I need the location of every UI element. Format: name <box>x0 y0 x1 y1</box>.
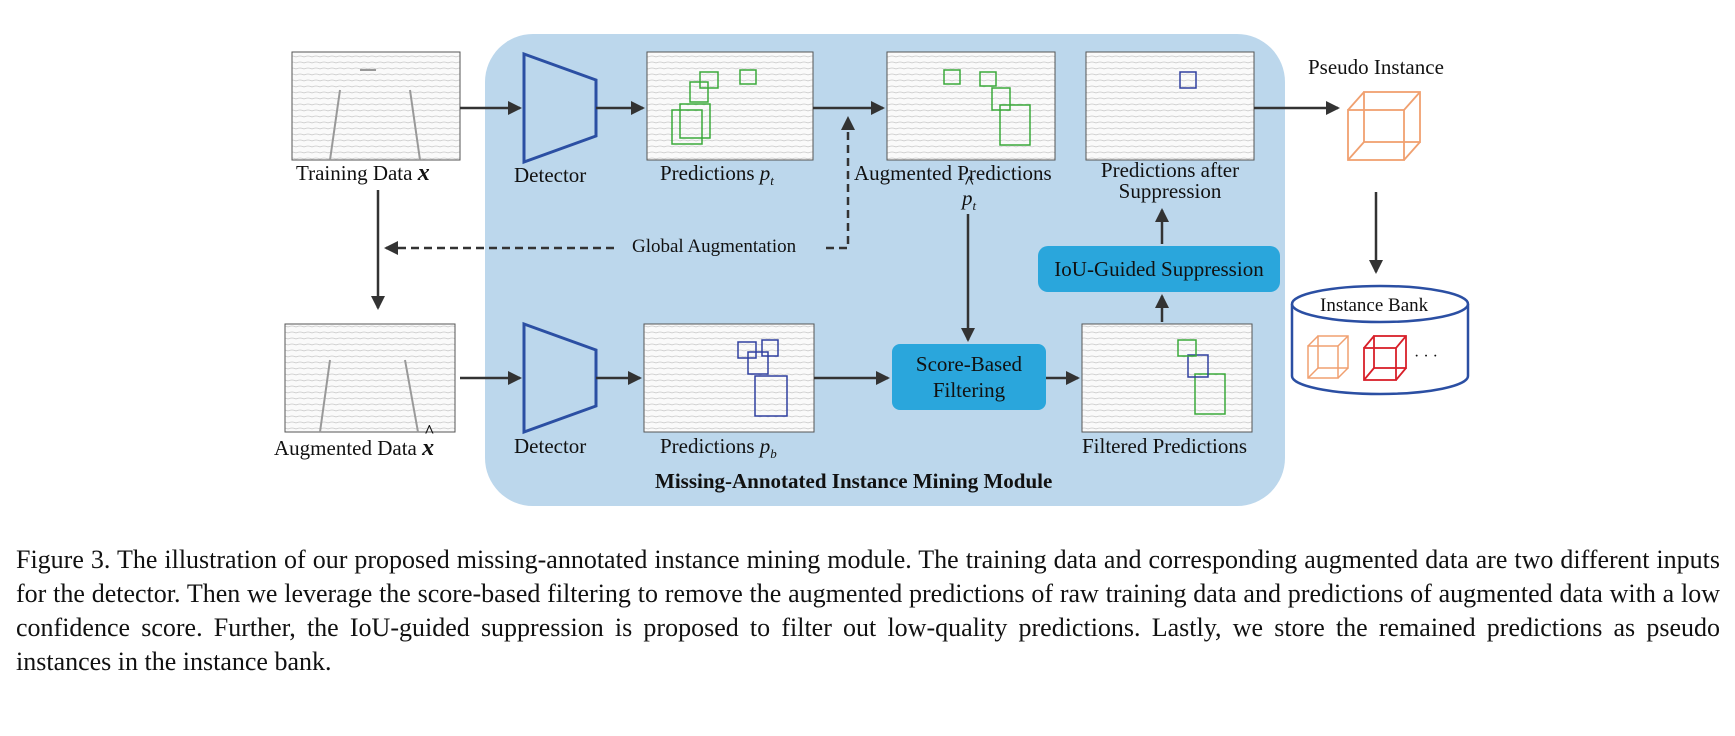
detector-top-shape <box>522 51 598 165</box>
bank-red-cube <box>1363 335 1407 381</box>
filtered-predictions-image <box>1081 323 1253 433</box>
pipeline-diagram <box>284 34 1470 506</box>
detector-top-label: Detector <box>514 163 587 187</box>
module-title: Missing-Annotated Instance Mining Module <box>655 469 1053 493</box>
pseudo-instance-label: Pseudo Instance <box>1308 55 1444 79</box>
detector-bottom-shape <box>522 321 598 435</box>
pseudo-instance-cube <box>1347 91 1421 161</box>
predictions-top-image <box>646 51 814 161</box>
augmented-data-label: Augmented Data x <box>274 421 435 462</box>
predictions-top-label: Predictions pt <box>660 161 774 189</box>
predictions-bottom-image <box>643 323 815 433</box>
predictions-after-suppression-label: Predictions after Suppression <box>1100 158 1240 203</box>
instance-bank-cylinder <box>1290 284 1470 396</box>
filtered-predictions-label: Filtered Predictions <box>1082 434 1248 458</box>
detector-bottom-label: Detector <box>514 434 587 458</box>
augmented-data-image <box>284 323 456 433</box>
training-data-image <box>291 51 461 161</box>
iou-guided-suppression-box <box>1038 246 1280 292</box>
augmented-predictions-image <box>886 51 1056 161</box>
instance-bank-ellipsis: · · · <box>1414 348 1438 365</box>
global-augmentation-label: Global Augmentation <box>632 236 797 257</box>
score-based-filtering-box <box>892 344 1046 410</box>
figure-caption: Figure 3. The illustration of our propos… <box>16 545 1720 676</box>
predictions-bottom-label: Predictions pb <box>660 434 777 462</box>
predictions-after-suppression-image <box>1085 51 1255 161</box>
augmented-predictions-var: pt <box>962 172 976 214</box>
score-based-filtering-label: Score-Based Filtering <box>915 352 1023 402</box>
iou-guided-suppression-label: IoU-Guided Suppression <box>1054 257 1264 281</box>
augmented-predictions-label: Augmented Predictions <box>854 161 1052 185</box>
bank-orange-cube <box>1307 335 1349 379</box>
arrow-global-augmentation <box>826 116 855 250</box>
instance-bank-label: Instance Bank <box>1320 295 1429 316</box>
training-data-label: Training Data x <box>296 160 430 186</box>
